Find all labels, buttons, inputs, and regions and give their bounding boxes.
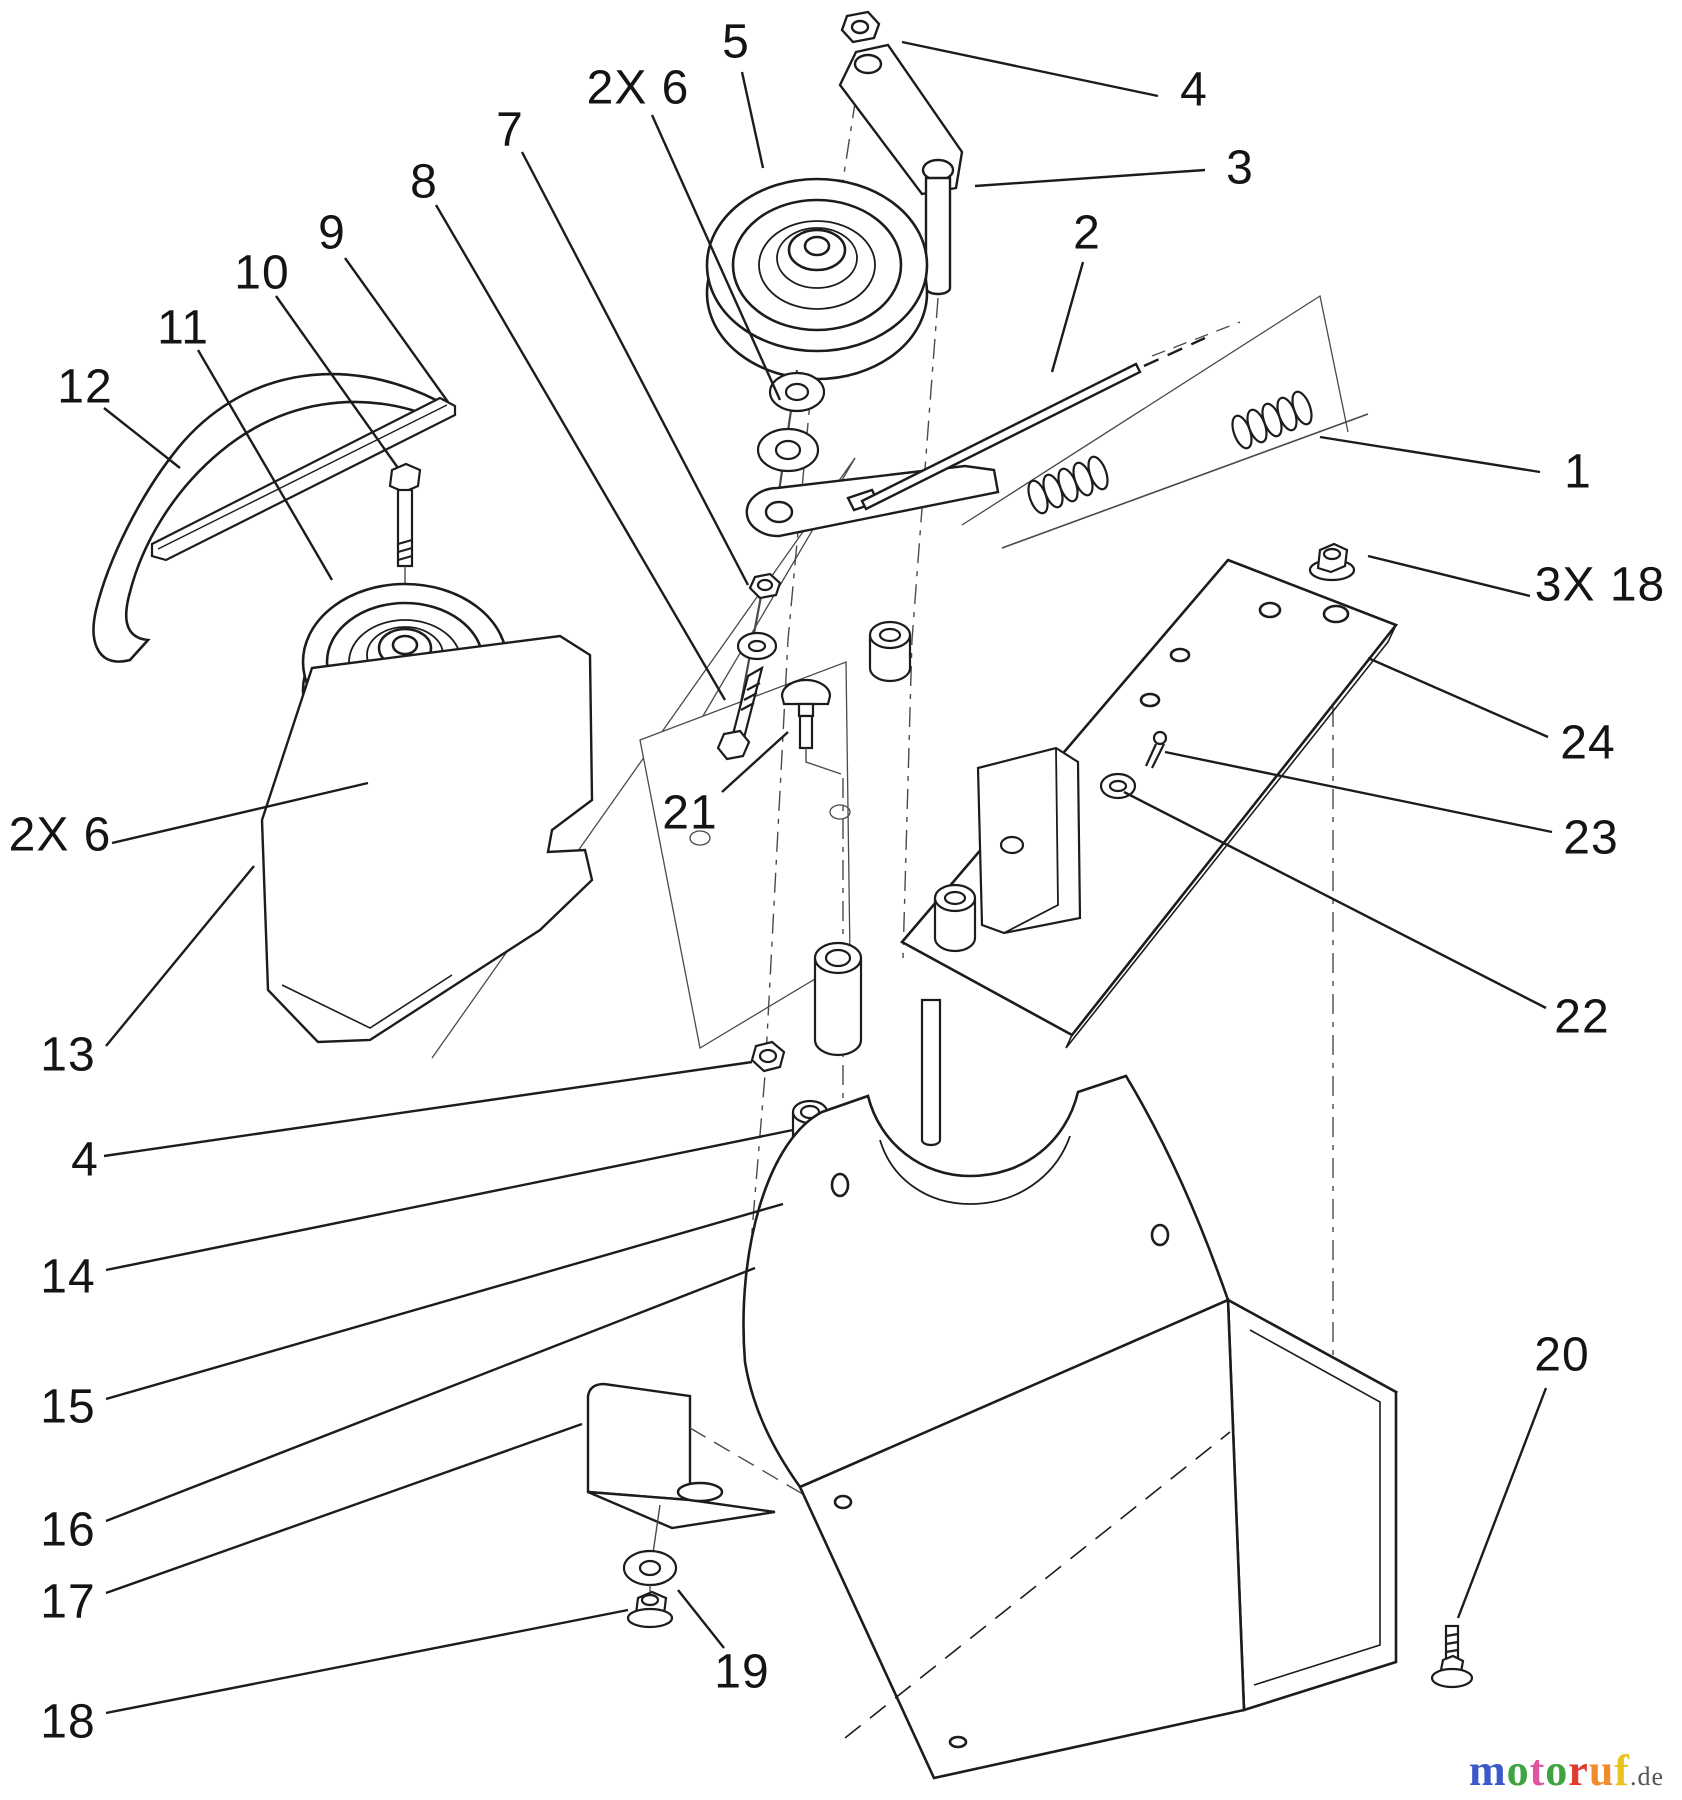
callout-13: 13 <box>40 1028 96 1082</box>
callout-4-top: 4 <box>1180 63 1208 117</box>
callout-4-top-leader <box>901 40 1159 98</box>
callout-19-leader <box>677 1589 725 1649</box>
motoruf-letter: o <box>1506 1746 1530 1795</box>
callout-14-leader <box>105 1128 794 1272</box>
frame-reference-lines <box>431 294 1349 1059</box>
callout-20: 20 <box>1534 1328 1590 1382</box>
callout-22-leader <box>1123 790 1547 1010</box>
callout-15-leader <box>105 1202 784 1401</box>
callout-19: 19 <box>714 1645 770 1699</box>
idler-pulley-top <box>705 177 929 381</box>
flange-nut-3x18 <box>1308 542 1356 582</box>
callout-16: 16 <box>40 1503 96 1557</box>
shift-rod <box>846 336 1369 549</box>
callout-18: 18 <box>40 1695 96 1749</box>
motoruf-letter: u <box>1588 1746 1615 1795</box>
discharge-chute <box>742 1074 1399 1780</box>
spring-lower <box>1027 455 1109 515</box>
spacer-bushing-7 <box>868 620 912 683</box>
callout-7: 7 <box>496 103 524 157</box>
plate-bracket <box>976 746 1082 935</box>
callout-4-left: 4 <box>71 1133 99 1187</box>
callout-2: 2 <box>1073 206 1101 260</box>
callout-2x6-top: 2X 6 <box>586 61 690 115</box>
square-key-9 <box>150 396 457 562</box>
washer-19 <box>622 1549 678 1600</box>
motoruf-letter: o <box>1545 1746 1569 1795</box>
motoruf-letter: f <box>1614 1746 1630 1795</box>
callout-23-leader <box>1164 750 1553 834</box>
callout-17-leader <box>105 1422 583 1595</box>
callout-5: 5 <box>722 15 750 69</box>
callout-12-leader <box>103 407 181 469</box>
bolt-20 <box>1430 1624 1474 1689</box>
callout-13-leader <box>105 865 255 1047</box>
callout-20-leader <box>1456 1387 1548 1619</box>
callout-2-leader <box>1050 261 1085 373</box>
callout-21: 21 <box>662 786 718 840</box>
callout-24-leader <box>1367 656 1549 739</box>
callout-15: 15 <box>40 1380 96 1434</box>
callout-16-leader <box>105 1266 756 1523</box>
callout-18-leader <box>105 1608 629 1715</box>
callout-14: 14 <box>40 1250 96 1304</box>
spring-upper <box>1231 390 1313 450</box>
callout-3-leader <box>974 168 1206 188</box>
motoruf-letter: m <box>1468 1746 1507 1795</box>
callout-1: 1 <box>1564 445 1592 499</box>
callout-11: 11 <box>157 301 209 355</box>
plate-boss-and-pin <box>813 883 977 1147</box>
callout-3x18: 3X 18 <box>1534 558 1666 612</box>
callout-11-leader <box>196 349 334 581</box>
callout-23: 23 <box>1563 811 1619 865</box>
fastener-column-top <box>716 572 782 761</box>
motoruf-domain-suffix: .de <box>1629 1762 1664 1791</box>
motoruf-letter: t <box>1529 1746 1546 1795</box>
callout-24: 24 <box>1560 716 1616 770</box>
flange-nut-18 <box>626 1590 674 1629</box>
leader-lines <box>103 40 1553 1715</box>
bolt-10 <box>388 462 422 618</box>
callout-17: 17 <box>40 1575 96 1629</box>
top-locknut <box>840 10 881 44</box>
idler-arm <box>838 43 964 296</box>
callout-2x6-left: 2X 6 <box>8 808 112 862</box>
callout-8: 8 <box>410 155 438 209</box>
cotter-pin-23 <box>1144 730 1168 769</box>
spring-coils <box>1027 390 1313 515</box>
bracket-17 <box>586 1382 981 1601</box>
carriage-bolt-21 <box>780 678 842 775</box>
callout-12: 12 <box>57 360 113 414</box>
callout-2x6-top-leader <box>650 114 782 401</box>
callout-9-leader <box>344 257 449 403</box>
callout-3x18-leader <box>1367 554 1531 598</box>
callout-21-leader <box>721 731 789 793</box>
motoruf-watermark: motoruf.de <box>1469 1745 1664 1796</box>
callout-22: 22 <box>1554 990 1610 1044</box>
washers-2x6-top <box>756 369 826 506</box>
motoruf-letter: r <box>1568 1746 1589 1795</box>
callout-3: 3 <box>1226 141 1254 195</box>
callout-8-leader <box>434 204 727 701</box>
callout-2x6-left-leader <box>111 781 369 845</box>
callout-1-leader <box>1319 435 1541 474</box>
callout-10-leader <box>275 295 399 469</box>
belt-guard-13 <box>260 634 594 1044</box>
callout-7-leader <box>520 151 750 586</box>
callout-10: 10 <box>234 246 290 300</box>
motoruf-logo-text: motoruf <box>1469 1746 1630 1795</box>
callout-4-left-leader <box>103 1060 753 1158</box>
callout-5-leader <box>740 71 765 169</box>
callout-9: 9 <box>318 206 346 260</box>
